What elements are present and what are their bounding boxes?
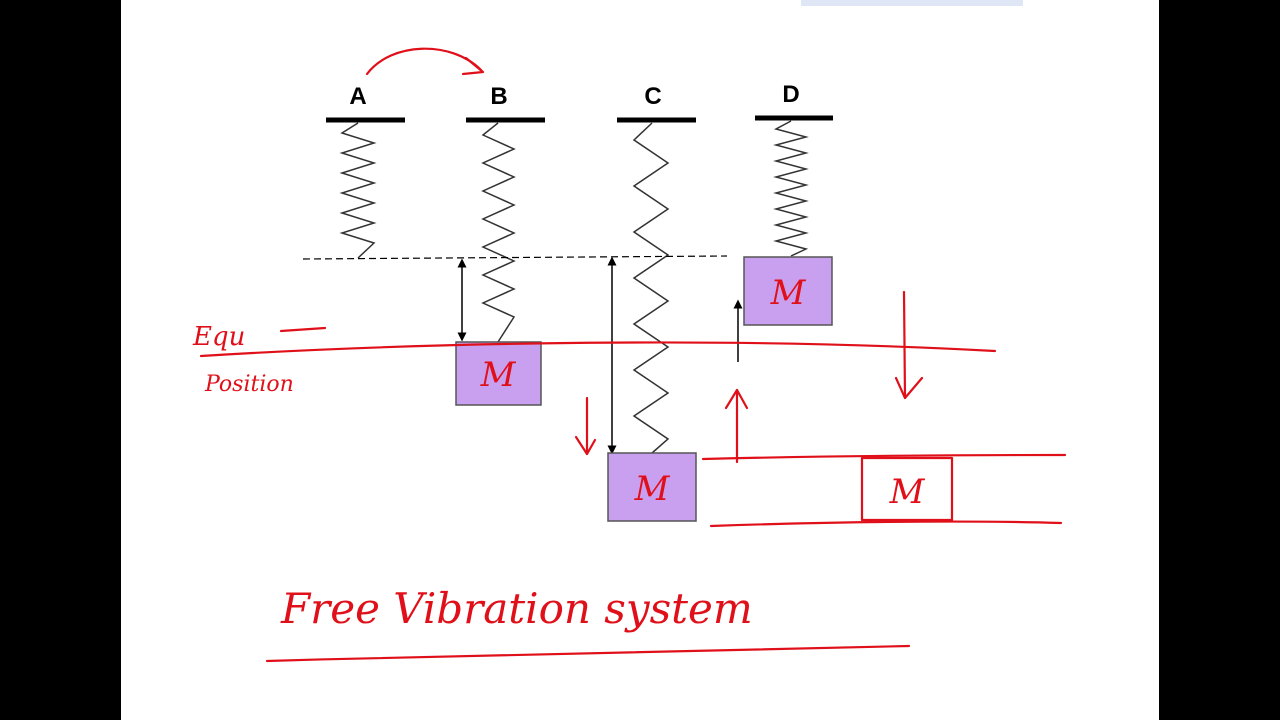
label-d: D [782,81,799,108]
position-label: Position [204,372,294,397]
mass-sketch-label: M [889,472,926,512]
label-c: C [644,83,661,110]
spring-b [481,122,516,343]
spring-mass-diagram: A B C D M M M [192,47,1067,663]
title-underline [265,644,911,663]
up-arrow-head [724,388,749,410]
diagram-title: Free Vibration system [280,584,753,633]
equilibrium-dash [279,326,327,333]
mass-label-d: M [770,273,807,313]
spring-c [632,122,670,454]
mass-label-b: M [480,355,517,395]
slide: A B C D M M M [121,0,1159,720]
mass-b [455,341,542,406]
equilibrium-label: Equ [192,322,245,352]
arrow-a-to-b [365,47,483,76]
mass-c [607,452,697,522]
down-arrow-right-head [894,376,924,400]
reference-dashed-line [302,255,728,260]
right-upper-line [701,453,1067,461]
spring-a [339,122,377,259]
label-b: B [490,83,507,110]
mass-sketch-box [860,456,954,522]
top-toolbar-strip [801,0,1023,6]
right-lower-line [709,520,1063,528]
down-arrow-c-head [574,435,597,456]
equilibrium-line [199,341,997,358]
arrow-a-to-b-head [461,56,485,76]
mass-label-c: M [634,469,671,509]
mass-d [743,256,833,326]
down-arrow-right-shaft [902,290,907,400]
label-a: A [349,83,366,110]
spring-d [773,120,809,257]
